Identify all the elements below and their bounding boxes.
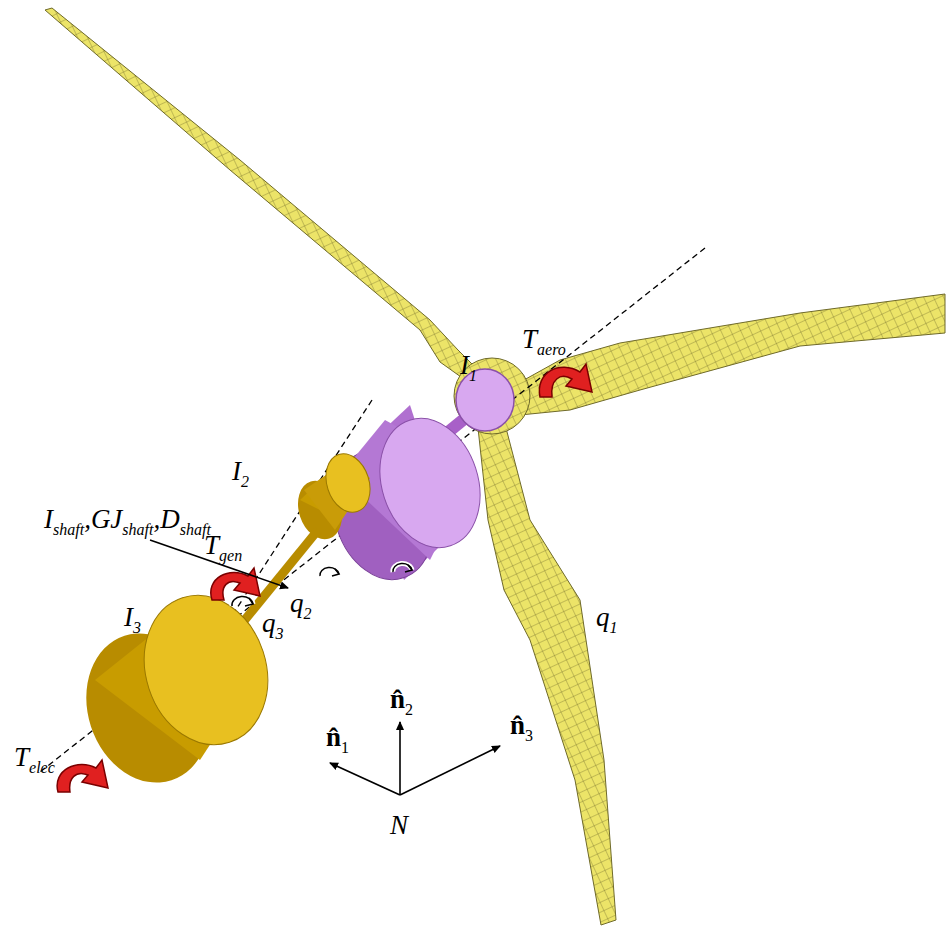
inertia-label: I1 [460, 352, 477, 384]
axis-label: n̂2 [390, 686, 413, 718]
coordinate-label: q2 [290, 590, 312, 622]
subscript-text: 1 [469, 367, 477, 384]
symbol-text: T [522, 324, 537, 354]
symbol-text: n̂ [326, 722, 341, 752]
coordinate-label: q3 [262, 610, 284, 642]
symbol-text: ,GJ [84, 504, 122, 534]
rotor-inertia [317, 369, 514, 593]
axis-label: n̂3 [510, 712, 533, 744]
subscript-text: 3 [276, 625, 284, 642]
rotor-axis [40, 248, 705, 772]
axis-label: n̂1 [326, 724, 349, 756]
subscript-text: elec [29, 759, 55, 776]
subscript-text: 2 [241, 473, 249, 490]
symbol-text: ,D [153, 504, 179, 534]
rotation-symbols [232, 564, 412, 606]
symbol-text: I [232, 456, 241, 486]
symbol-text: q [262, 608, 276, 638]
torque-arrows [57, 364, 592, 792]
subscript-text: shaft [122, 521, 153, 538]
subscript-text: gen [219, 547, 242, 564]
symbol-text: I [460, 350, 469, 380]
reference-frame [330, 722, 500, 795]
symbol-text: T [14, 742, 29, 772]
symbol-text: T [204, 530, 219, 560]
frame-label: N [390, 812, 408, 839]
coordinate-label: q1 [596, 604, 618, 636]
symbol-text: I [124, 602, 133, 632]
generator-inertias [67, 448, 377, 799]
symbol-text: N [390, 810, 408, 840]
inertia-label: I2 [232, 458, 249, 490]
turbine-blades [45, 8, 945, 925]
subscript-text: 2 [304, 605, 312, 622]
inertia-label: I3 [124, 604, 141, 636]
subscript-text: 1 [341, 739, 349, 756]
subscript-text: 2 [405, 701, 413, 718]
symbol-text: n̂ [510, 710, 525, 740]
subscript-text: 3 [133, 619, 141, 636]
subscript-text: shaft [53, 521, 84, 538]
subscript-text: 1 [610, 619, 618, 636]
subscript-text: 3 [525, 727, 533, 744]
symbol-text: q [596, 602, 610, 632]
torque-label: Telec [14, 744, 55, 776]
symbol-text: I [44, 504, 53, 534]
symbol-text: n̂ [390, 684, 405, 714]
torque-label: Taero [522, 326, 566, 358]
symbol-text: q [290, 588, 304, 618]
torque-label: Tgen [204, 532, 242, 564]
subscript-text: aero [537, 341, 566, 358]
shaft-property-label: Ishaft,GJshaft,Dshaft [44, 506, 211, 538]
